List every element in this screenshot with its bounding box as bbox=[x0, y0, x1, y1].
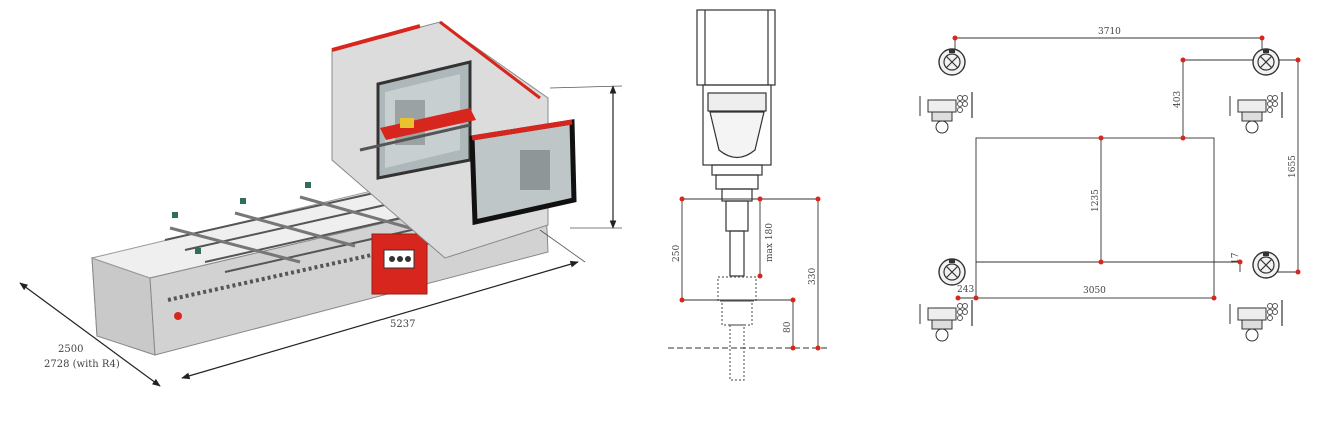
depth-with-option-label: 2728 (with R4) bbox=[44, 359, 120, 370]
plan-right-offset-label: 403 bbox=[1173, 91, 1183, 108]
spindle-dimension-points bbox=[679, 196, 821, 351]
plan-layout bbox=[919, 35, 1301, 342]
machine-illustration bbox=[90, 20, 577, 356]
suction-cup-icon bbox=[1229, 299, 1283, 342]
foot-pad-icon bbox=[938, 258, 966, 286]
suction-cup-icon bbox=[919, 299, 973, 342]
foot-pad-icon bbox=[938, 48, 966, 76]
plan-bottom-width-label: 3050 bbox=[1083, 286, 1106, 296]
suction-cup-icon bbox=[1229, 91, 1283, 134]
plan-inner-height-label: 1235 bbox=[1091, 189, 1101, 212]
spindle-length-b-label: 330 bbox=[808, 268, 818, 285]
spindle-stroke-label: max 180 bbox=[765, 223, 775, 262]
plan-small-gap-label: 17 bbox=[1231, 252, 1241, 264]
plan-left-offset-label: 243 bbox=[957, 285, 974, 295]
suction-cup-icon bbox=[919, 91, 973, 134]
depth-label: 2500 bbox=[58, 344, 83, 355]
spindle-offset-label: 80 bbox=[783, 321, 793, 333]
plan-right-height-label: 1655 bbox=[1288, 155, 1298, 178]
foot-pad-icon bbox=[1252, 251, 1280, 279]
spindle-dimensions bbox=[668, 198, 830, 349]
foot-pad-icon bbox=[1252, 48, 1280, 76]
depth-dimension-line bbox=[19, 282, 161, 387]
spindle-length-a-label: 250 bbox=[672, 245, 682, 262]
spindle-illustration bbox=[696, 9, 776, 381]
plan-top-width-label: 3710 bbox=[1098, 27, 1121, 37]
length-label: 5237 bbox=[390, 319, 415, 330]
length-dimension-line bbox=[181, 260, 579, 380]
